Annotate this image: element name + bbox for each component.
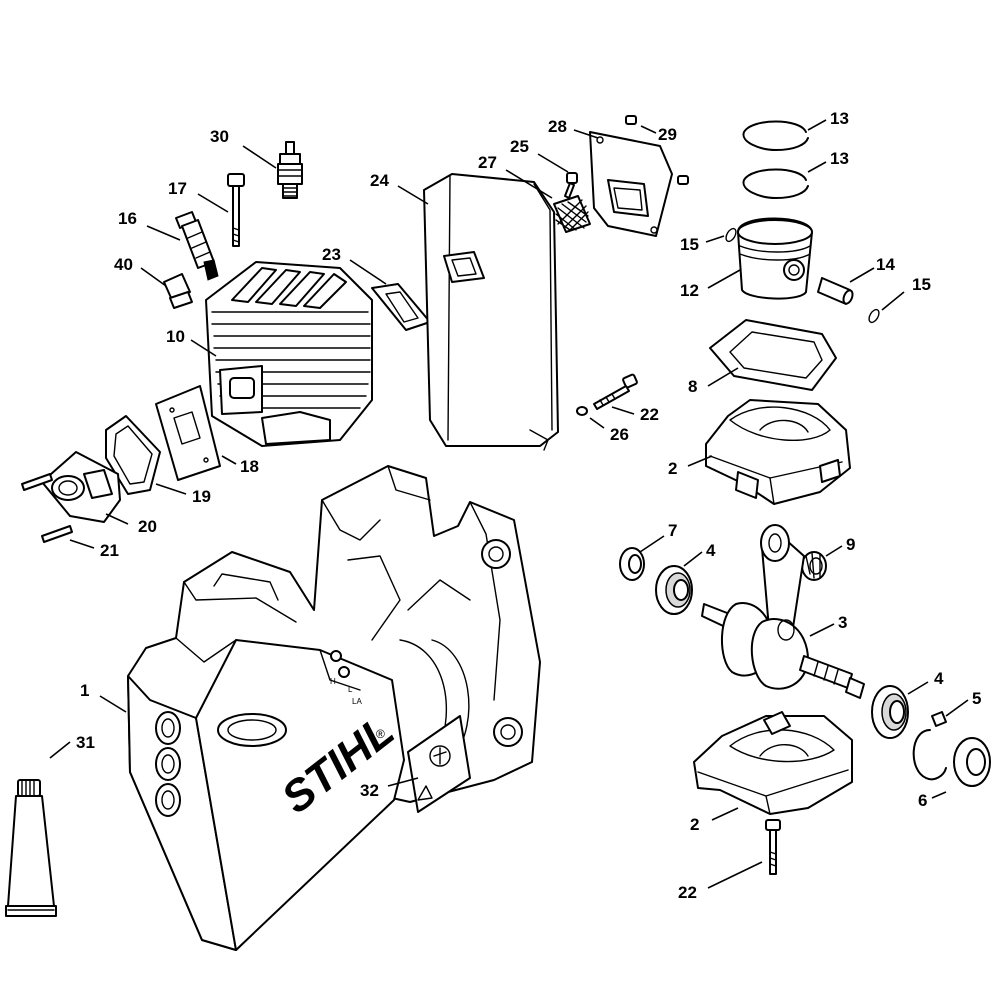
callout-24: 24 xyxy=(370,171,389,190)
crankcase: H L LA STIHL ® xyxy=(127,465,541,951)
crankcase-bolt-lower xyxy=(765,819,781,875)
callout-21: 21 xyxy=(100,541,119,560)
spark-plug xyxy=(277,141,303,199)
exhaust-gasket xyxy=(371,283,431,331)
flange-seal xyxy=(105,415,161,495)
callout-2-lower: 2 xyxy=(690,815,699,834)
callout-18: 18 xyxy=(240,457,259,476)
callout-32: 32 xyxy=(360,781,379,800)
callout-8: 8 xyxy=(688,377,697,396)
callout-13-lower: 13 xyxy=(830,149,849,168)
callout-26: 26 xyxy=(610,425,629,444)
oil-seal-right xyxy=(953,737,991,787)
callout-13-upper: 13 xyxy=(830,109,849,128)
washer xyxy=(576,406,588,416)
piston-pin xyxy=(817,277,854,305)
callout-12: 12 xyxy=(680,281,699,300)
callout-19: 19 xyxy=(192,487,211,506)
muffler-screw xyxy=(564,172,578,199)
callout-4-left: 4 xyxy=(706,541,716,560)
carb-mark-la: LA xyxy=(352,697,362,706)
cover-screws xyxy=(625,115,689,185)
crankcase-bolt-upper xyxy=(593,373,638,410)
piston-rings xyxy=(742,120,809,199)
callout-16: 16 xyxy=(118,209,137,228)
callout-17: 17 xyxy=(168,179,187,198)
callout-2-upper: 2 xyxy=(668,459,677,478)
oil-seal-left xyxy=(619,547,645,581)
carb-mark-h: H xyxy=(330,677,336,686)
piston xyxy=(737,217,813,300)
muffler xyxy=(423,173,559,451)
callout-15-right: 15 xyxy=(912,275,931,294)
callout-labels: 30 17 16 40 10 23 24 25 27 28 29 13 13 1… xyxy=(76,109,981,902)
callout-1: 1 xyxy=(80,681,89,700)
cylinder xyxy=(205,261,373,447)
intake-gasket xyxy=(155,385,221,481)
callout-10: 10 xyxy=(166,327,185,346)
intake-manifold xyxy=(41,451,121,523)
callout-25: 25 xyxy=(510,137,529,156)
callout-27: 27 xyxy=(478,153,497,172)
callout-9: 9 xyxy=(846,535,855,554)
callout-22-lower: 22 xyxy=(678,883,697,902)
needle-cage xyxy=(801,551,827,581)
cylinder-bolt xyxy=(227,173,245,247)
callout-30: 30 xyxy=(210,127,229,146)
callout-15-left: 15 xyxy=(680,235,699,254)
carb-mark-l: L xyxy=(348,685,353,694)
crankshaft xyxy=(701,524,865,699)
spark-arrestor-screen xyxy=(553,195,591,233)
callout-14: 14 xyxy=(876,255,895,274)
decompression-valve xyxy=(175,211,219,281)
leader-lines xyxy=(49,119,969,889)
manifold-screws xyxy=(21,473,73,543)
callout-7: 7 xyxy=(668,521,677,540)
callout-29: 29 xyxy=(658,125,677,144)
callout-28: 28 xyxy=(548,117,567,136)
callout-3: 3 xyxy=(838,613,847,632)
callout-4-right: 4 xyxy=(934,669,944,688)
warning-label xyxy=(407,715,471,813)
woodruff-key xyxy=(931,711,947,727)
brand-registered-mark: ® xyxy=(376,727,385,741)
ball-bearing-right xyxy=(871,685,909,739)
retaining-ring xyxy=(912,729,947,781)
grease-tube xyxy=(5,779,57,917)
callout-5: 5 xyxy=(972,689,981,708)
callout-22-upper: 22 xyxy=(640,405,659,424)
muffler-cover xyxy=(589,131,673,237)
ball-bearing-left xyxy=(655,565,693,615)
crankcase-half-lower xyxy=(693,711,853,815)
circlip-lower xyxy=(868,308,880,324)
callout-31: 31 xyxy=(76,733,95,752)
callout-23: 23 xyxy=(322,245,341,264)
crankcase-half-upper xyxy=(705,399,851,505)
base-gasket xyxy=(709,319,837,391)
plug-screw xyxy=(163,273,193,309)
circlip-upper xyxy=(725,227,737,243)
callout-40: 40 xyxy=(114,255,133,274)
callout-20: 20 xyxy=(138,517,157,536)
callout-6: 6 xyxy=(918,791,927,810)
